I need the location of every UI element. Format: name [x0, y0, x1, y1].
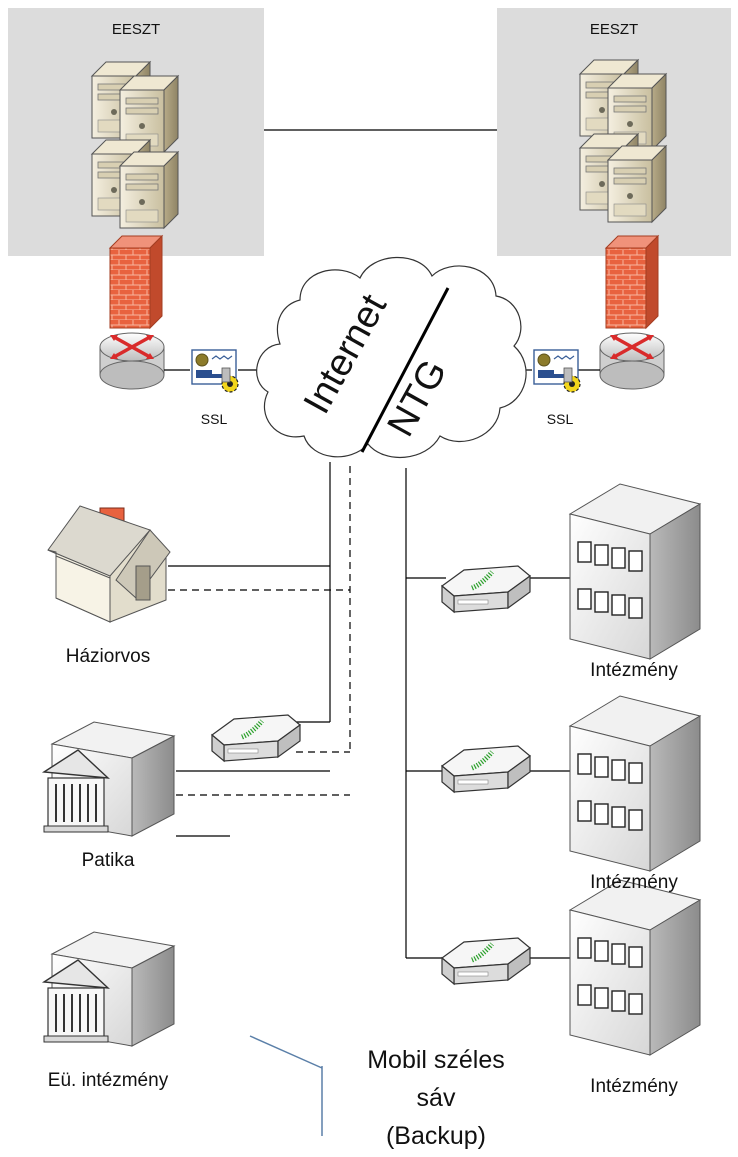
network-cloud-icon — [256, 256, 527, 458]
router-right-icon — [598, 331, 666, 391]
switch-3-icon — [442, 938, 530, 984]
institution-label-3: Intézmény — [590, 1076, 678, 1097]
eeszt-label-right: EESZT — [590, 21, 638, 38]
institution-label-1: Intézmény — [590, 660, 678, 681]
institution-label-2: Intézmény — [590, 872, 678, 893]
switch-2-icon — [442, 746, 530, 792]
backup-note-line3: (Backup) — [386, 1122, 486, 1150]
eu-intezmeny-label: Eü. intézmény — [48, 1070, 169, 1091]
institution-building-2-icon — [569, 695, 701, 872]
switch-1-icon — [442, 566, 530, 612]
ssl-gateway-left-icon — [191, 349, 239, 393]
server-cluster-left-icon — [91, 61, 179, 229]
server-cluster-right-icon — [579, 59, 667, 223]
backup-note-line2: sáv — [417, 1084, 456, 1112]
eeszt-label-left: EESZT — [112, 21, 160, 38]
backup-note-line1: Mobil széles — [367, 1046, 505, 1074]
backup-callout-line — [249, 1035, 323, 1069]
eu-intezmeny-building-icon — [43, 931, 175, 1047]
institution-building-3-icon — [569, 879, 701, 1056]
institution-building-1-icon — [569, 483, 701, 660]
pharmacy-building-icon — [43, 721, 175, 837]
cloud-divider — [360, 287, 450, 453]
house-icon — [47, 505, 171, 623]
firewall-left-icon — [108, 234, 164, 330]
ssl-label-right: SSL — [547, 411, 574, 427]
ssl-label-left: SSL — [201, 411, 228, 427]
mobile-modem-icon — [212, 715, 300, 761]
ssl-gateway-right-icon — [533, 349, 581, 393]
firewall-right-icon — [604, 234, 660, 330]
patika-label: Patika — [82, 850, 135, 871]
router-left-icon — [98, 331, 166, 391]
haziorvos-label: Háziorvos — [66, 646, 150, 667]
